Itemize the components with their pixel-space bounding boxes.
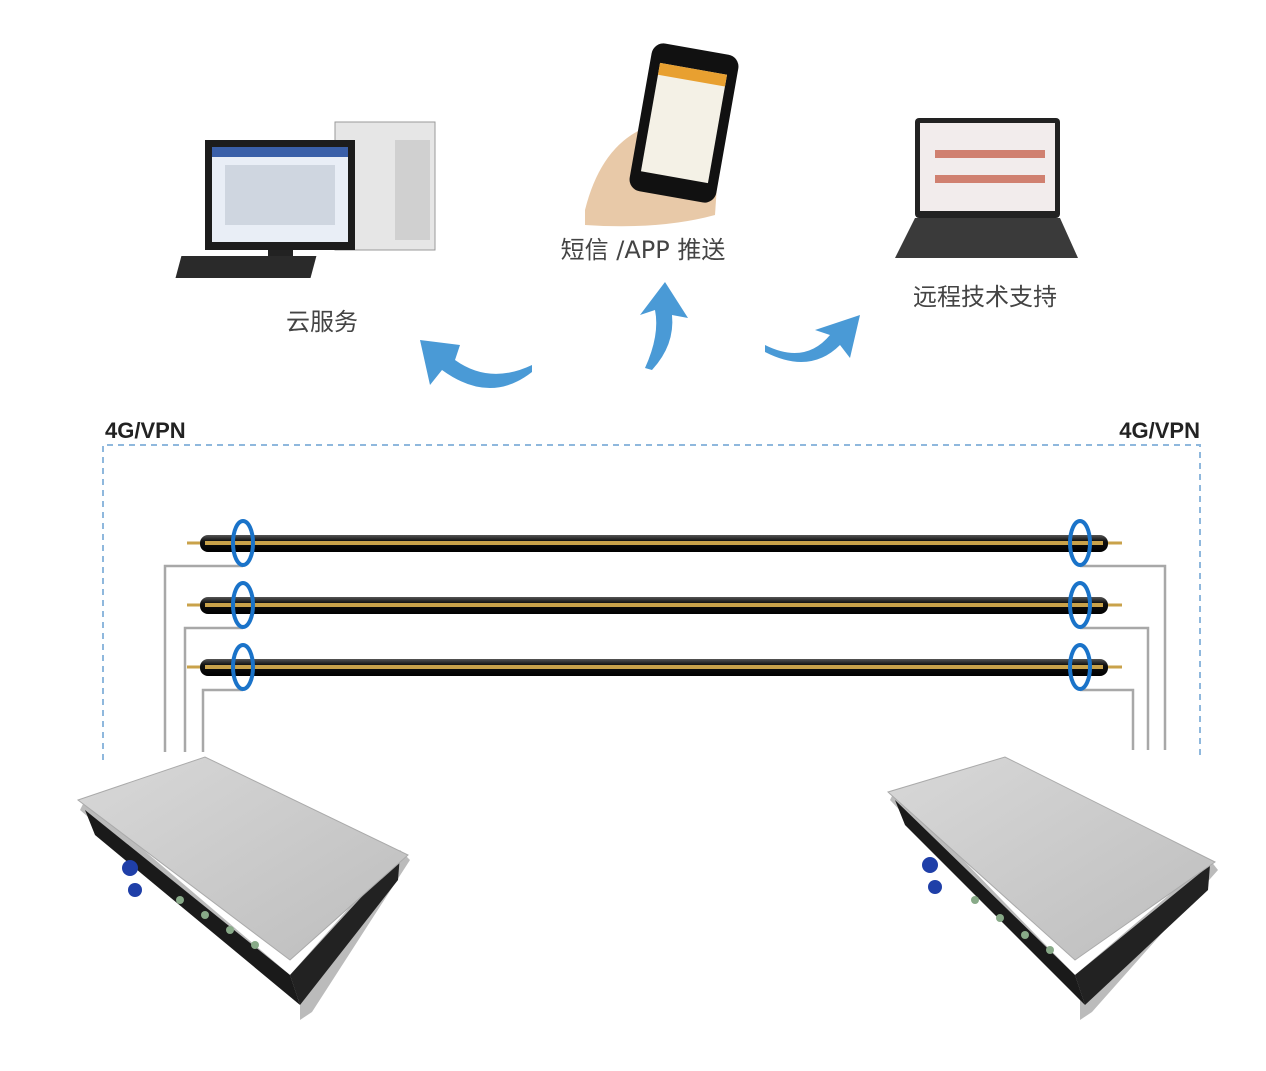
arrow-to-cloud-icon: [420, 340, 532, 389]
monitoring-device-right-icon: [887, 756, 1218, 1020]
sensor-ring-icon: [231, 581, 255, 629]
cloud-service-label: 云服务: [286, 308, 358, 336]
cable-2: [187, 597, 1122, 614]
mobile-phone-icon: [585, 43, 739, 227]
4g-vpn-link: [102, 444, 1201, 760]
desktop-computer-icon: [175, 121, 436, 278]
sensor-ring-icon: [1068, 519, 1092, 567]
remote-support-label: 远程技术支持: [913, 283, 1057, 311]
sensor-ring-icon: [231, 519, 255, 567]
network-label-right: 4G/VPN: [1119, 418, 1200, 443]
arrows: [420, 282, 860, 389]
push-notification-label: 短信 /APP 推送: [561, 236, 726, 264]
arrow-to-remote-icon: [765, 315, 860, 362]
monitoring-device-left-icon: [76, 756, 410, 1020]
arrow-to-push-icon: [640, 282, 688, 370]
sensor-ring-icon: [1068, 581, 1092, 629]
sensor-ring-icon: [1068, 643, 1092, 691]
current-sensors: [231, 519, 1092, 691]
sensor-ring-icon: [231, 643, 255, 691]
cable-3: [187, 659, 1122, 676]
laptop-icon: [895, 118, 1078, 258]
sensor-wires: [163, 564, 1167, 752]
cable-1: [187, 535, 1122, 552]
network-label-left: 4G/VPN: [105, 418, 186, 443]
